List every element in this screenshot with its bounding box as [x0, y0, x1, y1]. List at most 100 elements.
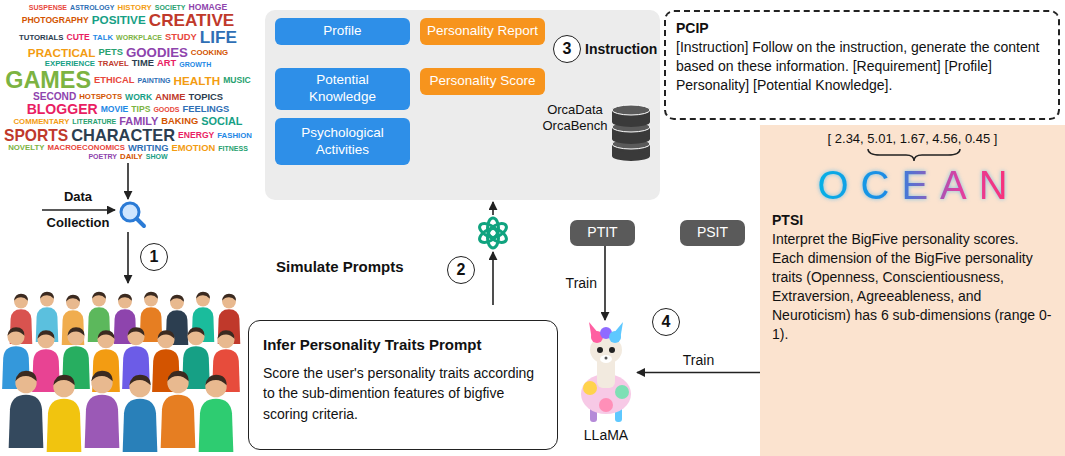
- edge-label: Train: [564, 275, 599, 292]
- flow-arrows: [42, 163, 493, 305]
- connector-arrow: [604, 246, 606, 320]
- word-cloud-word: FASHION: [217, 132, 252, 140]
- word-cloud-word: TALK: [93, 34, 113, 42]
- step-label: Simulate Prompts: [276, 258, 404, 276]
- crowd-illustration-part: [9, 371, 44, 448]
- word-cloud-word: MOVIE: [101, 105, 129, 114]
- chatgpt-logo-part: [477, 221, 500, 241]
- word-cloud-word: SPORTS: [4, 128, 68, 144]
- llama-figure-part: [599, 398, 613, 412]
- llama-figure: [581, 322, 631, 422]
- word-cloud-word: GOODS: [153, 106, 179, 113]
- node-text: LLaMA: [556, 427, 656, 444]
- node-text: PSIT: [697, 224, 728, 242]
- brace-mark-part: [868, 149, 960, 161]
- flow-arrows-part: [127, 163, 129, 199]
- node-text: Score the user's personality traits acco…: [263, 363, 543, 424]
- word-cloud-word: TUTORIALS: [19, 34, 63, 42]
- word-cloud-word: EXPERIENCE: [45, 60, 95, 68]
- llama-figure-part: [609, 331, 621, 343]
- word-cloud: SUSPENSEASTROLOGYHISTORYSOCIETYHOMAGEPHO…: [3, 3, 253, 161]
- word-cloud-word: SOCIETY: [155, 4, 186, 11]
- word-cloud-word: HISTORY: [118, 4, 152, 12]
- info-box: Profile: [275, 18, 410, 45]
- llama-figure-part: [583, 381, 597, 395]
- node-text: Potential Knowledge: [281, 72, 404, 106]
- word-cloud-word: PRACTICAL: [28, 47, 96, 59]
- flow-arrows-part: [127, 232, 129, 283]
- edge-label: Train: [681, 352, 716, 369]
- word-cloud-word: TOPICS: [188, 93, 223, 102]
- crowd-illustration-part: [199, 375, 234, 452]
- word-cloud-word: ASTROLOGY: [70, 4, 114, 11]
- word-cloud-word: CREATIVE: [149, 12, 235, 29]
- word-cloud-word: POETRY: [88, 153, 117, 160]
- crowd-illustration-part: [161, 371, 196, 448]
- crowd-illustration-part: [47, 375, 82, 452]
- node-text: [Instruction] Follow on the instruction,…: [676, 38, 1048, 95]
- node-text: Psychological Activities: [281, 125, 404, 159]
- word-cloud-word: FAMILY: [119, 116, 158, 127]
- word-cloud-word: WORKPLACE: [116, 34, 162, 41]
- prompt-box: PCIP[Instruction] Follow on the instruct…: [664, 10, 1060, 120]
- word-cloud-word: FITNESS: [218, 145, 248, 152]
- llama-figure-part: [605, 357, 608, 360]
- callout-number: 4: [652, 308, 680, 336]
- magnifier-icon-part: [137, 219, 144, 226]
- prompt-box: Infer Personality Traits PromptScore the…: [248, 320, 558, 450]
- word-cloud-word: CHARACTER: [71, 127, 175, 143]
- word-cloud-word: LITERATURE: [72, 118, 116, 125]
- flow-arrows-part: [492, 202, 494, 215]
- word-cloud-word: PAINTING: [138, 77, 171, 84]
- word-cloud-word: WORK: [125, 93, 152, 102]
- word-cloud-word: BAKING: [161, 117, 198, 126]
- word-cloud-word: ENERGY: [178, 131, 214, 140]
- word-cloud-word: TIME: [132, 59, 154, 68]
- info-box: Potential Knowledge: [275, 68, 410, 110]
- word-cloud-word: HEALTH: [174, 75, 221, 87]
- node-text: OCEAN: [805, 163, 1019, 207]
- llama-figure-part: [609, 347, 615, 353]
- ptsi-panel: [ 2.34, 5.01, 1.67, 4.56, 0.45 ]OCEANPTS…: [760, 125, 1065, 456]
- info-box: Psychological Activities: [275, 118, 410, 165]
- database-icon-part: [612, 151, 650, 161]
- word-cloud-word: ART: [157, 59, 176, 68]
- chatgpt-logo: [477, 218, 508, 248]
- word-cloud-word: ETHICAL: [94, 76, 135, 85]
- word-cloud-word: EMOTION: [172, 144, 216, 153]
- brace-mark: [868, 149, 960, 161]
- word-cloud-word: TRAVEL: [98, 60, 129, 68]
- instruction-panel: InstructionOrcaData OrcaBenchProfilePers…: [265, 10, 660, 200]
- node-text: OrcaData OrcaBench: [542, 102, 608, 134]
- flow-arrows-part: [492, 252, 494, 305]
- word-cloud-word: DAILY: [120, 153, 143, 161]
- info-box: Personality Score: [420, 68, 545, 95]
- word-cloud-word: MACROECONOMICS: [47, 144, 125, 152]
- word-cloud-word: ANIME: [155, 93, 185, 102]
- word-cloud-word: COMMENTARY: [13, 118, 69, 126]
- word-cloud-word: MUSIC: [223, 76, 251, 85]
- callout-number: 3: [553, 35, 581, 63]
- callout-number: 2: [447, 256, 475, 284]
- node-text: Personality Score: [430, 73, 536, 90]
- dataset-box: PSIT: [680, 220, 745, 246]
- crowd-illustration-part: [123, 375, 158, 452]
- database-icon-part: [612, 117, 650, 127]
- word-cloud-word: WRITING: [128, 144, 169, 153]
- dataset-box: PTIT: [570, 220, 635, 246]
- database-icon-part: [612, 105, 650, 115]
- node-text: Instruction: [585, 39, 657, 59]
- info-box: Personality Report: [420, 18, 545, 45]
- word-cloud-word: PHOTOGRAPHY: [22, 16, 89, 25]
- word-cloud-word: NOVELTY: [8, 144, 44, 152]
- magnifier-icon: [121, 203, 144, 226]
- database-icon-part: [612, 134, 650, 144]
- node-text: PTIT: [587, 224, 617, 242]
- connector-arrow: [637, 372, 760, 374]
- word-cloud-word: COOKING: [191, 49, 228, 57]
- llama-figure-part: [597, 347, 603, 353]
- node-text: Interpret the BigFive personality scores…: [772, 230, 1053, 344]
- word-cloud-word: FEELINGS: [183, 105, 230, 114]
- node-text: Profile: [323, 23, 361, 40]
- node-text: Personality Report: [427, 23, 538, 40]
